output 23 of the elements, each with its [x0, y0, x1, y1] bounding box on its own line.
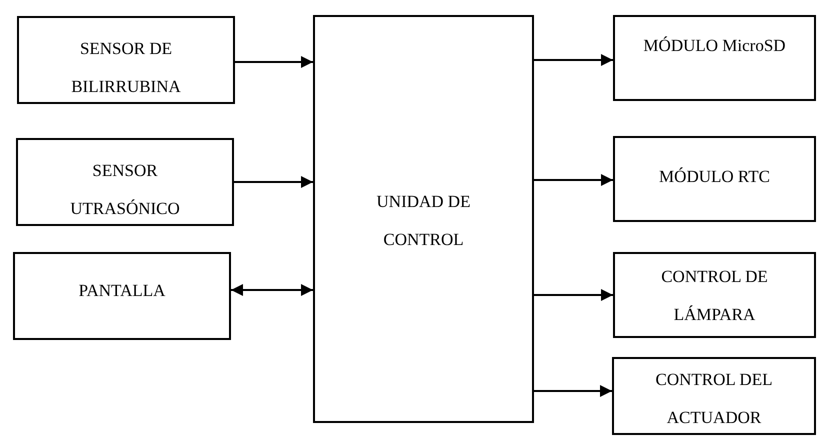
arrow — [235, 56, 313, 68]
box-label: MÓDULO RTC — [658, 166, 771, 188]
control-unit-box — [313, 15, 534, 423]
arrow — [534, 174, 613, 186]
box-label: MÓDULO MicroSD — [642, 35, 787, 57]
box-label: SENSOR UTRASÓNICO — [69, 160, 181, 220]
arrow — [234, 176, 313, 188]
module-box — [613, 136, 816, 222]
arrow — [534, 385, 612, 397]
arrow — [231, 284, 313, 296]
module-box — [613, 15, 816, 101]
sensor-box — [17, 16, 235, 104]
control-box — [612, 357, 816, 435]
display-box — [13, 252, 231, 340]
box-label: PANTALLA — [78, 280, 166, 302]
box-label: UNIDAD DE CONTROL — [376, 191, 472, 251]
arrow — [534, 289, 613, 301]
arrow — [534, 54, 613, 66]
control-box — [613, 252, 816, 338]
sensor-box — [16, 138, 234, 226]
box-label: CONTROL DE LÁMPARA — [660, 266, 769, 326]
box-label: SENSOR DE BILIRRUBINA — [70, 38, 182, 98]
box-label: CONTROL DEL ACTUADOR — [654, 369, 774, 429]
